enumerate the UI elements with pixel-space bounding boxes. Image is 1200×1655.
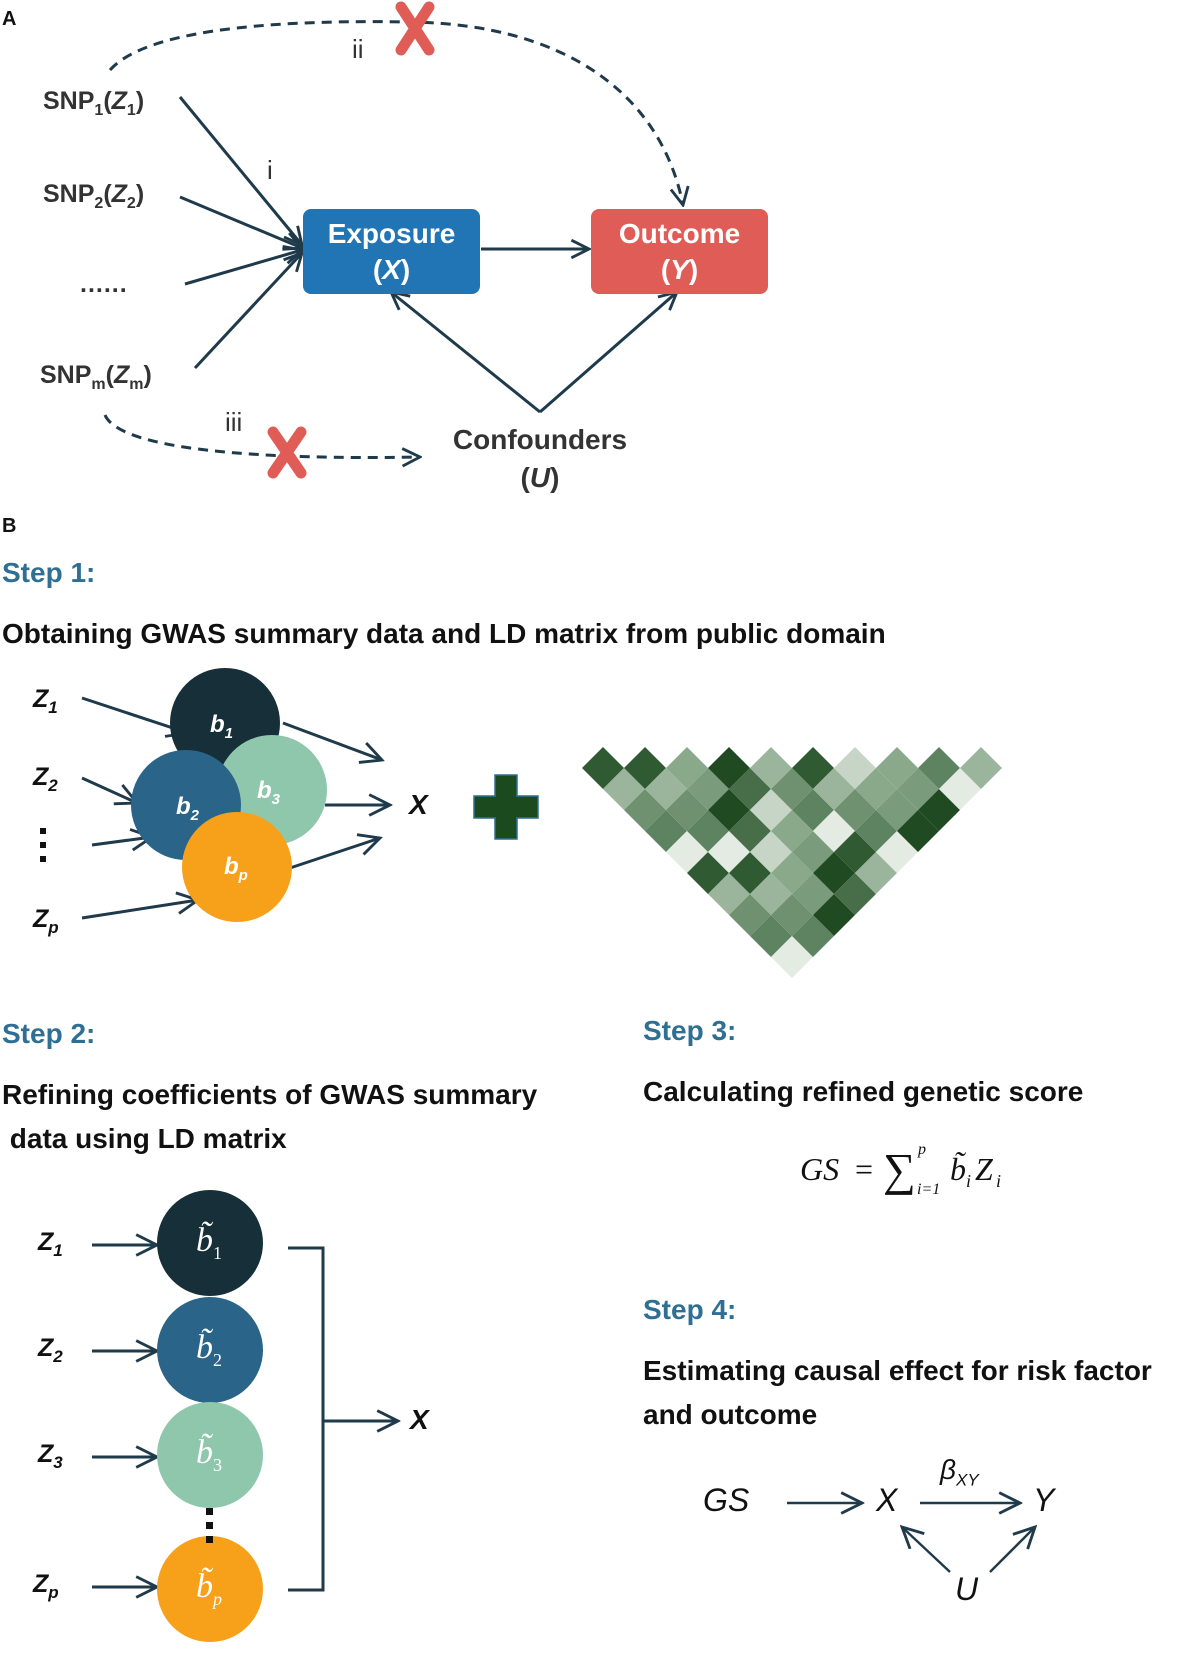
step3-title: Step 3:: [643, 1015, 737, 1046]
plus-icon: [473, 774, 539, 840]
step1-coefficients: [131, 668, 327, 922]
ld-matrix-heatmap: [582, 747, 1002, 978]
arrow-u-outcome: [539, 292, 677, 414]
cross-mark-ii: [395, 1, 435, 56]
coef-b1-label: b1: [210, 711, 234, 742]
outcome-symbol: (Y): [660, 253, 699, 285]
step4-beta-label: βXY: [940, 1454, 979, 1490]
assumption-ii-label: ii: [352, 34, 364, 64]
formula-gs: GS: [800, 1151, 840, 1187]
refined-b2-label: b̃2: [196, 1329, 222, 1370]
refined-b3-circle: [157, 1402, 263, 1508]
refined-bp-circle: [157, 1536, 263, 1642]
assumption-i-label: i: [267, 155, 273, 185]
step2-arrows: [92, 1245, 398, 1590]
formula-b-sub: i: [966, 1171, 972, 1191]
formula-equals: =: [855, 1151, 874, 1187]
step4-node-x: X: [876, 1482, 898, 1518]
step4-description: Estimating causal effect for risk factor…: [643, 1349, 1152, 1437]
confounders-label: Confounders: [452, 424, 628, 455]
arrow-snp1-exposure: [178, 96, 302, 245]
step4-title: Step 4:: [643, 1294, 737, 1325]
coef-bp-circle: [182, 812, 292, 922]
arrow-u-exposure: [391, 292, 541, 414]
outcome-box: Outcome (Y): [591, 209, 768, 294]
step1-target-x: X: [409, 789, 428, 820]
step2-description-line2: data using LD matrix: [2, 1123, 287, 1154]
formula-upper: p: [918, 1141, 926, 1158]
step1-description: Obtaining GWAS summary data and LD matri…: [2, 618, 886, 649]
step4-description-line2: and outcome: [643, 1399, 818, 1430]
step1-input-z1: Z1: [33, 685, 58, 717]
step1-input-z2: Z2: [33, 763, 58, 795]
step2-input-z1: Z1: [38, 1228, 63, 1260]
outcome-label: Outcome: [618, 217, 741, 249]
step2-description: Refining coefficients of GWAS summary da…: [2, 1073, 537, 1161]
refined-b1-label: b̃1: [196, 1222, 222, 1263]
formula-lower: i=1: [917, 1181, 941, 1198]
snp-2-label: SNP2(Z2): [43, 180, 145, 212]
dashed-arrow-snpm-confounders: [103, 414, 420, 458]
step1-title: Step 1:: [2, 557, 96, 588]
step2-title: Step 2:: [2, 1018, 96, 1049]
formula-z: Z: [975, 1151, 993, 1187]
refined-b2-circle: [157, 1297, 263, 1403]
step2-bracket: [288, 1246, 325, 1592]
step2-coefficients: [157, 1190, 263, 1642]
ld-cell: [960, 747, 1002, 789]
step2-input-zp: Zp: [33, 1570, 59, 1602]
step2-description-line1: Refining coefficients of GWAS summary: [2, 1079, 538, 1110]
confounders-symbol: (U): [520, 462, 560, 493]
step4-node-u: U: [955, 1571, 979, 1607]
assumption-iii-label: iii: [225, 407, 243, 437]
refined-bp-label: b̃p: [196, 1568, 222, 1609]
snp-1-label: SNP1(Z1): [43, 87, 145, 119]
step2-target-x: X: [410, 1404, 429, 1435]
coef-bp-label: bp: [224, 853, 248, 884]
snp-m-label: SNPm(Zm): [40, 361, 152, 393]
arrow-dots-exposure: [184, 250, 302, 286]
refined-b1-circle: [157, 1190, 263, 1296]
vertical-ellipsis: [206, 1508, 213, 1543]
arrow-snp2-exposure: [179, 195, 302, 248]
coef-b2-label: b2: [176, 793, 200, 824]
formula-z-sub: i: [996, 1171, 1002, 1191]
step4-arrows: [787, 1503, 1035, 1573]
step2-input-z2: Z2: [38, 1334, 63, 1366]
step1-input-zp: Zp: [33, 905, 59, 937]
arrow-snpm-exposure: [193, 253, 302, 370]
formula-btilde: b̃: [950, 1151, 966, 1187]
panel-label-b: B: [2, 515, 17, 537]
exposure-box: Exposure (X): [303, 209, 480, 294]
cross-mark-iii: [267, 426, 307, 479]
refined-b3-label: b̃3: [196, 1434, 222, 1475]
step1-vertical-ellipsis: [40, 828, 46, 862]
step4-node-y: Y: [1033, 1482, 1055, 1518]
exposure-label: Exposure: [327, 217, 456, 249]
step3-description: Calculating refined genetic score: [643, 1076, 1084, 1107]
step4-node-gs: GS: [703, 1482, 750, 1518]
confounders-node: Confounders (U): [440, 421, 640, 497]
step2-input-z3: Z3: [38, 1440, 63, 1472]
exposure-symbol: (X): [372, 253, 411, 285]
snp-ellipsis: ......: [80, 270, 128, 298]
step4-description-line1: Estimating causal effect for risk factor: [643, 1355, 1152, 1386]
panel-label-a: A: [2, 8, 17, 30]
formula-sum: ∑: [883, 1144, 916, 1195]
coef-b3-label: b3: [257, 777, 281, 808]
